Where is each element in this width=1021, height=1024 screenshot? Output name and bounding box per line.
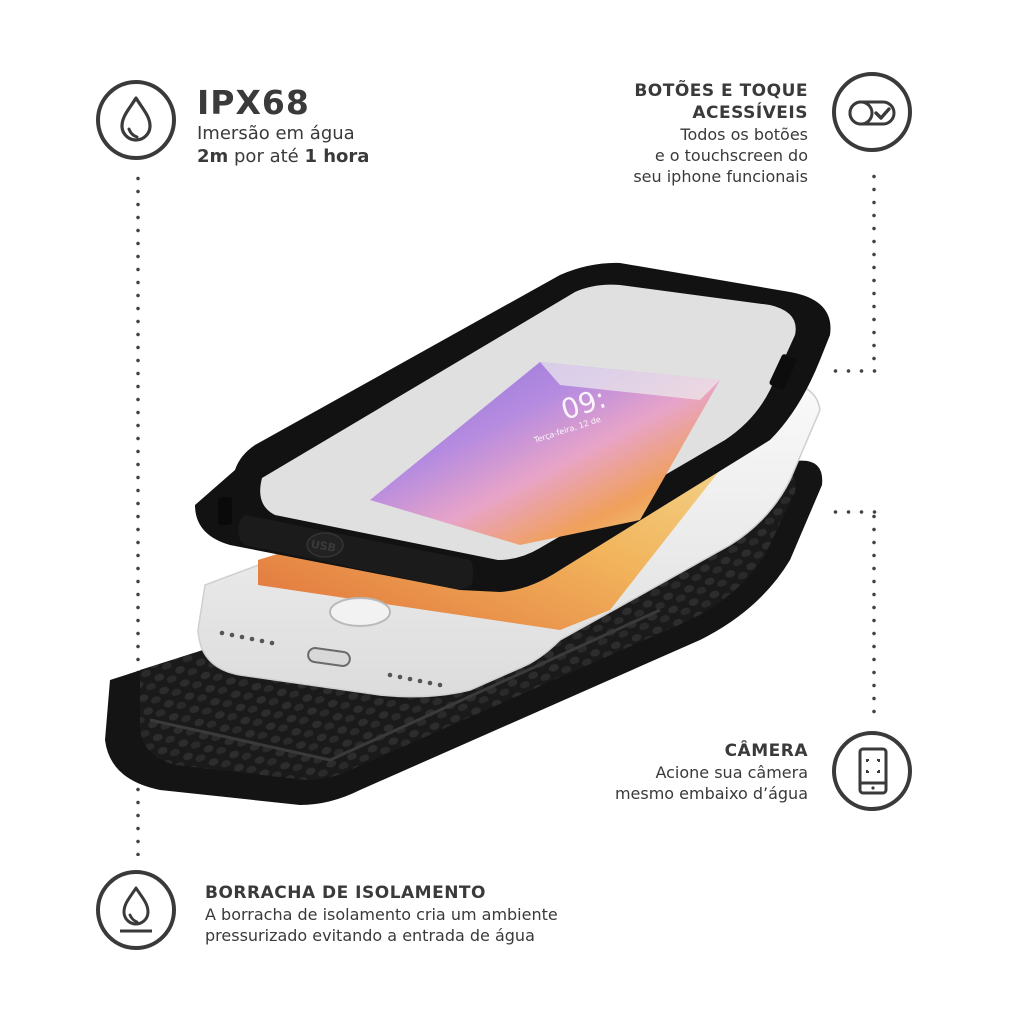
buttons-feature: BOTÕES E TOQUE ACESSÍVEIS Todos os botõe… bbox=[508, 80, 808, 187]
waterproof-case-illustration: 09: Terça-feira, 12 de USB bbox=[105, 262, 831, 805]
buttons-icon-circle bbox=[832, 72, 912, 152]
ipx68-icon-circle bbox=[96, 80, 176, 160]
toggle-check-icon bbox=[848, 100, 896, 126]
connector-right-top-vertical bbox=[872, 170, 876, 370]
usb-port-label: USB bbox=[310, 538, 337, 555]
phone-camera-frame-icon bbox=[858, 747, 888, 795]
water-drop-seal-icon bbox=[120, 886, 152, 933]
camera-icon-circle bbox=[832, 731, 912, 811]
buttons-body-line1: Todos os botões bbox=[680, 125, 808, 144]
buttons-title-line1: BOTÕES E TOQUE bbox=[634, 81, 808, 101]
ipx68-feature: IPX68 Imersão em água 2m por até 1 hora bbox=[197, 84, 369, 168]
rubber-body-line2: pressurizado evitando a entrada de água bbox=[205, 926, 535, 945]
ipx68-line1: Imersão em água bbox=[197, 123, 355, 144]
connector-right-top-horizontal bbox=[829, 369, 877, 373]
rubber-feature: BORRACHA DE ISOLAMENTO A borracha de iso… bbox=[205, 882, 558, 946]
camera-feature: CÂMERA Acione sua câmera mesmo embaixo d… bbox=[508, 740, 808, 804]
camera-body-line2: mesmo embaixo d’água bbox=[614, 784, 808, 803]
connector-right-mid-horizontal bbox=[829, 510, 877, 514]
rubber-title: BORRACHA DE ISOLAMENTO bbox=[205, 883, 486, 903]
connector-left-vertical bbox=[136, 172, 140, 856]
camera-title: CÂMERA bbox=[724, 741, 808, 761]
ipx68-title: IPX68 bbox=[197, 83, 310, 122]
rubber-icon-circle bbox=[96, 870, 176, 950]
water-drop-icon bbox=[120, 96, 152, 142]
buttons-title-line2: ACESSÍVEIS bbox=[692, 103, 808, 123]
front-frame: 09: Terça-feira, 12 de USB bbox=[195, 262, 831, 592]
buttons-body-line3: seu iphone funcionais bbox=[633, 167, 808, 186]
buttons-body-line2: e o touchscreen do bbox=[654, 146, 808, 165]
camera-body-line1: Acione sua câmera bbox=[655, 763, 808, 782]
connector-right-mid-vertical bbox=[872, 510, 876, 715]
rubber-body-line1: A borracha de isolamento cria um ambient… bbox=[205, 905, 558, 924]
ipx68-line2: 2m por até 1 hora bbox=[197, 146, 370, 167]
